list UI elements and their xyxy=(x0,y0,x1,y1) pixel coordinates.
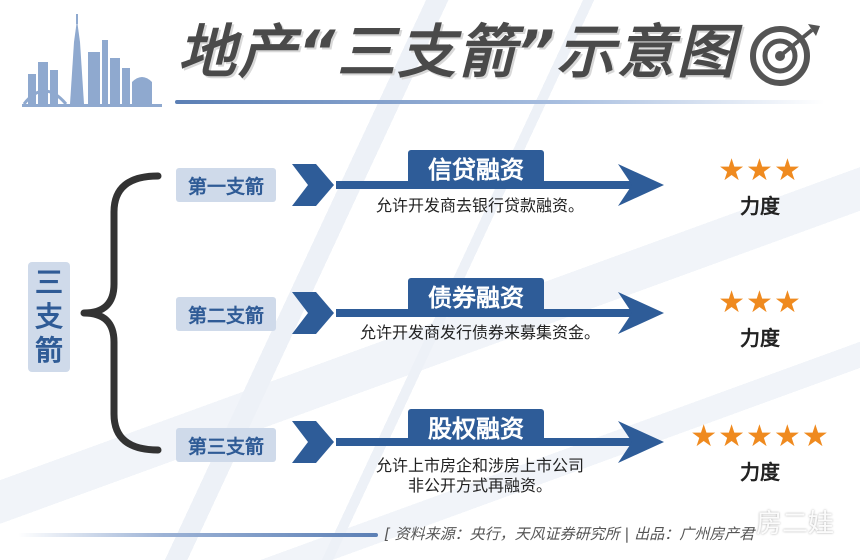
financing-tag: 债券融资 xyxy=(408,278,544,312)
row-description: 允许开发商去银行贷款融资。 xyxy=(340,196,620,216)
main-label-char: 支 xyxy=(34,300,63,333)
rating-stars: ★★★★★ xyxy=(690,419,830,454)
main-label: 三 支 箭 xyxy=(28,262,70,372)
rating-stars: ★★★ xyxy=(718,153,802,188)
chevron-right-icon xyxy=(292,421,334,463)
header-divider xyxy=(175,100,825,104)
source-credit: [ 资料来源：央行，天风证券研究所 | 出品：广州房产君 xyxy=(384,525,755,543)
description-line: 允许上市房企和涉房上市公司 xyxy=(375,456,584,475)
footer-divider xyxy=(18,533,378,537)
strength-label: 力度 xyxy=(740,460,780,484)
rating-stars: ★★★ xyxy=(718,285,802,320)
financing-tag: 股权融资 xyxy=(408,409,544,443)
chevron-right-icon xyxy=(292,164,334,206)
arrow-right-icon xyxy=(336,292,664,334)
row-label: 第三支箭 xyxy=(176,428,276,462)
description-line: 允许开发商去银行贷款融资。 xyxy=(375,196,584,215)
row-label: 第二支箭 xyxy=(176,297,276,331)
target-arrow-icon xyxy=(750,24,820,86)
curly-brace xyxy=(80,172,162,454)
row-label: 第一支箭 xyxy=(176,168,276,202)
strength-label: 力度 xyxy=(740,194,780,218)
strength-label: 力度 xyxy=(740,326,780,350)
page-title: 地产“三支箭”示意图 xyxy=(178,18,737,86)
row-description: 允许开发商发行债券来募集资金。 xyxy=(330,323,630,343)
main-label-char: 三 xyxy=(34,266,63,299)
description-line: 允许开发商发行债券来募集资金。 xyxy=(359,323,600,342)
description-line: 非公开方式再融资。 xyxy=(407,476,552,495)
row-description: 允许上市房企和涉房上市公司 非公开方式再融资。 xyxy=(340,456,620,496)
city-skyline-icon xyxy=(22,14,162,107)
watermark: 房二娃 xyxy=(756,509,835,539)
arrow-right-icon xyxy=(336,164,664,206)
chevron-right-icon xyxy=(292,292,334,334)
financing-tag: 信贷融资 xyxy=(408,150,544,184)
main-label-char: 箭 xyxy=(34,334,63,367)
